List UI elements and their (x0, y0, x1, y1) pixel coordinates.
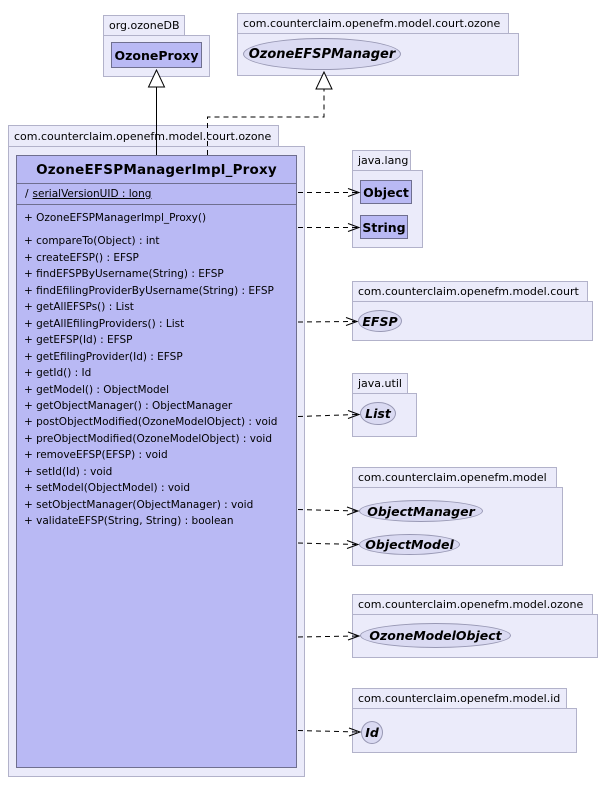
interface-name: OzoneEFSPManager (248, 46, 396, 62)
constructor-row: + OzoneEFSPManagerImpl_Proxy() (24, 212, 207, 224)
package-tab-court-ozone-iface: com.counterclaim.openefm.model.court.ozo… (237, 13, 509, 33)
package-label: com.counterclaim.openefm.model.court.ozo… (243, 17, 501, 30)
dependency-arrow-string (298, 223, 361, 232)
class-object[interactable]: Object (360, 180, 412, 204)
package-label: com.counterclaim.openefm.model.id (358, 692, 561, 705)
class-string[interactable]: String (360, 215, 408, 239)
method-row: + createEFSP() : EFSP (24, 251, 139, 264)
interface-name: Id (365, 725, 379, 740)
dependency-arrow-objectmanager (297, 506, 360, 516)
class-title: OzoneEFSPManagerImpl_Proxy (17, 156, 296, 184)
method-row: + getAllEFSPs() : List (24, 301, 134, 314)
package-label: java.lang (358, 154, 409, 167)
interface-ozonemodelobject[interactable]: OzoneModelObject (360, 623, 511, 648)
package-tab-java-util: java.util (352, 373, 408, 393)
package-tab-org-ozonedb: org.ozoneDB (103, 15, 185, 35)
dependency-arrow-objectmodel (297, 540, 360, 549)
method-row: + removeEFSP(EFSP) : void (24, 449, 168, 462)
package-tab-model-id: com.counterclaim.openefm.model.id (352, 688, 567, 708)
method-row: + compareTo(Object) : int (24, 235, 160, 248)
method-row: + getAllEfilingProviders() : List (24, 317, 185, 330)
dependency-arrow-ozonemodelobject (297, 631, 361, 641)
package-tab-model-court: com.counterclaim.openefm.model.court (352, 281, 588, 301)
package-tab-court-ozone-main: com.counterclaim.openefm.model.court.ozo… (8, 125, 279, 146)
package-tab-model-ozone: com.counterclaim.openefm.model.ozone (352, 594, 593, 614)
method-row: + getObjectManager() : ObjectManager (24, 399, 233, 412)
method-row: + setId(Id) : void (24, 465, 113, 478)
package-tab-java-lang: java.lang (352, 150, 411, 170)
package-label: org.ozoneDB (109, 19, 180, 32)
dependency-arrow-list (297, 410, 361, 419)
interface-list[interactable]: List (360, 402, 396, 425)
interface-ozoneefspmanager[interactable]: OzoneEFSPManager (243, 38, 401, 70)
interface-id[interactable]: Id (361, 721, 383, 744)
method-row: + setObjectManager(ObjectManager) : void (24, 498, 254, 511)
attribute-serialversionuid: serialVersionUID : long (32, 188, 152, 200)
interface-name: ObjectModel (365, 537, 454, 552)
package-label: com.counterclaim.openefm.model.court (358, 285, 579, 298)
interface-name: ObjectManager (367, 503, 475, 519)
dependency-arrow-id (297, 727, 362, 737)
class-name: Object (363, 184, 409, 200)
interface-name: EFSP (362, 313, 398, 329)
operations-compartment: + OzoneEFSPManagerImpl_Proxy() + compare… (17, 205, 296, 530)
attribute-prefix: / (25, 188, 29, 200)
attributes-compartment: / serialVersionUID : long (17, 184, 296, 205)
method-row: + getEfilingProvider(Id) : EFSP (24, 350, 183, 363)
method-row: + preObjectModified(OzoneModelObject) : … (24, 432, 273, 445)
class-name: String (362, 219, 406, 235)
method-row: + findEfilingProviderByUsername(String) … (24, 284, 274, 297)
method-row: + getModel() : ObjectModel (24, 383, 170, 396)
method-row: + postObjectModified(OzoneModelObject) :… (24, 416, 278, 429)
package-label: com.counterclaim.openefm.model (358, 471, 547, 484)
dependency-arrow-object (298, 188, 361, 197)
dependency-arrow-efsp (297, 317, 359, 326)
package-label: com.counterclaim.openefm.model.court.ozo… (14, 129, 272, 143)
class-ozoneproxy[interactable]: OzoneProxy (111, 42, 202, 68)
package-label: com.counterclaim.openefm.model.ozone (358, 598, 584, 611)
method-row: + findEFSPByUsername(String) : EFSP (24, 268, 224, 281)
method-row: + getEFSP(Id) : EFSP (24, 334, 133, 347)
method-row: + validateEFSP(String, String) : boolean (24, 515, 234, 528)
interface-efsp[interactable]: EFSP (358, 310, 402, 332)
package-tab-model: com.counterclaim.openefm.model (352, 467, 557, 487)
interface-name: List (365, 406, 391, 421)
class-ozoneefspmanagerimpl-proxy[interactable]: OzoneEFSPManagerImpl_Proxy / serialVersi… (16, 155, 297, 768)
interface-objectmanager[interactable]: ObjectManager (359, 500, 483, 522)
package-label: java.util (358, 377, 402, 390)
method-row: + setModel(ObjectModel) : void (24, 482, 191, 495)
interface-objectmodel[interactable]: ObjectModel (359, 534, 460, 555)
class-name: OzoneProxy (114, 47, 199, 63)
package-body-model (352, 487, 563, 566)
interface-name: OzoneModelObject (369, 628, 502, 643)
package-body-model-id (352, 708, 577, 753)
method-row: + getId() : Id (24, 367, 92, 380)
